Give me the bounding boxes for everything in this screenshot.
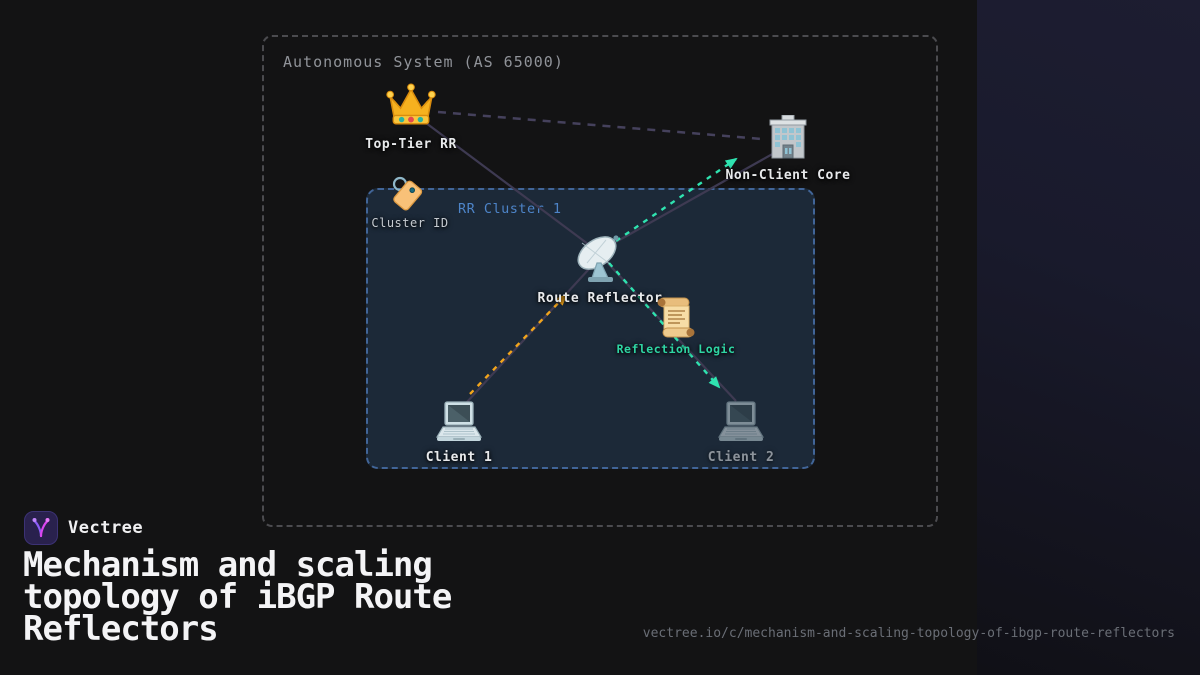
node-label: Top-Tier RR <box>365 137 457 152</box>
background-accent-panel <box>977 0 1200 675</box>
node-non-client-core: Non-Client Core <box>698 115 878 183</box>
node-client-1: Client 1 <box>369 400 549 465</box>
as-boundary-box <box>262 35 938 527</box>
brand-row: Vectree <box>24 511 143 545</box>
crown-icon <box>386 83 436 125</box>
page-title: Mechanism and scaling topology of iBGP R… <box>23 545 543 649</box>
laptop-icon <box>435 401 483 441</box>
scroll-icon <box>657 297 695 338</box>
page-title-line: topology of iBGP Route <box>23 577 452 617</box>
node-label: Client 1 <box>425 450 493 465</box>
brand-name: Vectree <box>68 518 144 538</box>
node-label: Non-Client Core <box>725 168 851 183</box>
page-title-line: Mechanism and scaling <box>23 545 433 585</box>
node-reflection-logic: Reflection Logic <box>586 294 766 356</box>
office-building-icon <box>769 115 807 159</box>
node-label: Reflection Logic <box>616 342 736 356</box>
as-label: Autonomous System (AS 65000) <box>283 53 564 71</box>
satellite-dish-icon <box>577 235 619 282</box>
node-label: Client 2 <box>707 450 775 465</box>
vectree-logo-icon <box>24 511 58 545</box>
page-title-line: Reflectors <box>23 609 219 649</box>
node-cluster-id: Cluster ID <box>320 176 500 230</box>
tag-icon <box>392 176 423 211</box>
page-url: vectree.io/c/mechanism-and-scaling-topol… <box>642 626 1175 641</box>
node-client-2: Client 2 <box>651 400 831 465</box>
laptop-icon <box>717 401 765 441</box>
node-top-tier-rr: Top-Tier RR <box>321 82 501 152</box>
node-label: Cluster ID <box>371 216 449 230</box>
